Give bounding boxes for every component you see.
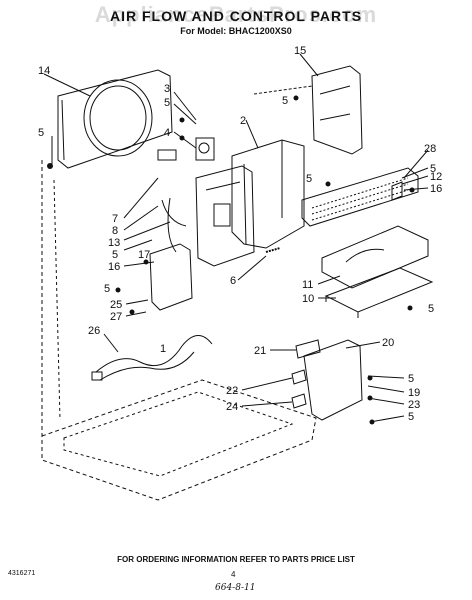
callout-25: 25	[110, 299, 122, 311]
callout-5c: 5	[38, 127, 44, 139]
callout-3: 3	[164, 83, 170, 95]
callout-24: 24	[226, 401, 238, 413]
front-panel	[57, 69, 173, 169]
callout-10: 10	[302, 293, 314, 305]
callout-28: 28	[424, 143, 436, 155]
callout-1: 1	[160, 343, 166, 355]
callout-5i: 5	[408, 373, 414, 385]
callout-5h: 5	[104, 283, 110, 295]
callout-15: 15	[294, 45, 306, 57]
watermark: AppliancePartsPros.com	[94, 2, 378, 27]
cabinet-base	[41, 379, 317, 501]
callout-5a: 5	[164, 97, 170, 109]
callout-8: 8	[112, 225, 118, 237]
callout-5f: 5	[112, 249, 118, 261]
callout-27: 27	[110, 311, 122, 323]
document-number: 4316271	[8, 570, 36, 577]
callout-23: 23	[408, 399, 420, 411]
callout-11: 11	[302, 279, 313, 291]
control-box	[195, 165, 255, 267]
top-bracket	[311, 65, 363, 155]
page-title: AIR FLOW AND CONTROL PARTS	[109, 8, 363, 24]
callout-5j: 5	[408, 411, 414, 423]
front-panel-opening	[83, 79, 153, 157]
callout-7: 7	[112, 213, 118, 225]
ordering-note: FOR ORDERING INFORMATION REFER TO PARTS …	[117, 555, 355, 564]
wire-harness	[95, 335, 213, 373]
base-tray	[324, 267, 434, 313]
callout-21: 21	[254, 345, 266, 357]
callout-2: 2	[240, 115, 246, 127]
grille	[301, 167, 419, 227]
callout-5d: 5	[430, 163, 436, 175]
callout-6: 6	[230, 275, 236, 287]
callout-20: 19	[408, 387, 420, 399]
callout-16: 16	[430, 183, 442, 195]
air-deflector	[321, 225, 429, 289]
control-mount	[303, 339, 363, 421]
control-housing	[231, 139, 305, 249]
handwritten-note: 664-8-11	[215, 583, 256, 593]
model-subtitle: For Model: BHAC1200XS0	[180, 26, 292, 36]
knob-24	[291, 393, 307, 409]
callout-5b: 5	[282, 95, 288, 107]
relay	[157, 149, 177, 161]
page-number: 4	[231, 570, 236, 579]
callout-4: 4	[164, 127, 170, 139]
callout-5g: 5	[428, 303, 434, 315]
callout-17: 16	[108, 261, 120, 273]
switch-block	[195, 137, 215, 161]
callout-22: 22	[226, 385, 238, 397]
knob-22	[291, 369, 307, 385]
callout-18: 17	[138, 249, 150, 261]
callout-26: 26	[88, 325, 100, 337]
callout-19: 20	[382, 337, 394, 349]
callout-13: 13	[108, 237, 120, 249]
callout-14: 14	[38, 65, 50, 77]
callout-12: 12	[430, 171, 442, 183]
callout-5e: 5	[306, 173, 312, 185]
side-bracket	[149, 243, 193, 311]
